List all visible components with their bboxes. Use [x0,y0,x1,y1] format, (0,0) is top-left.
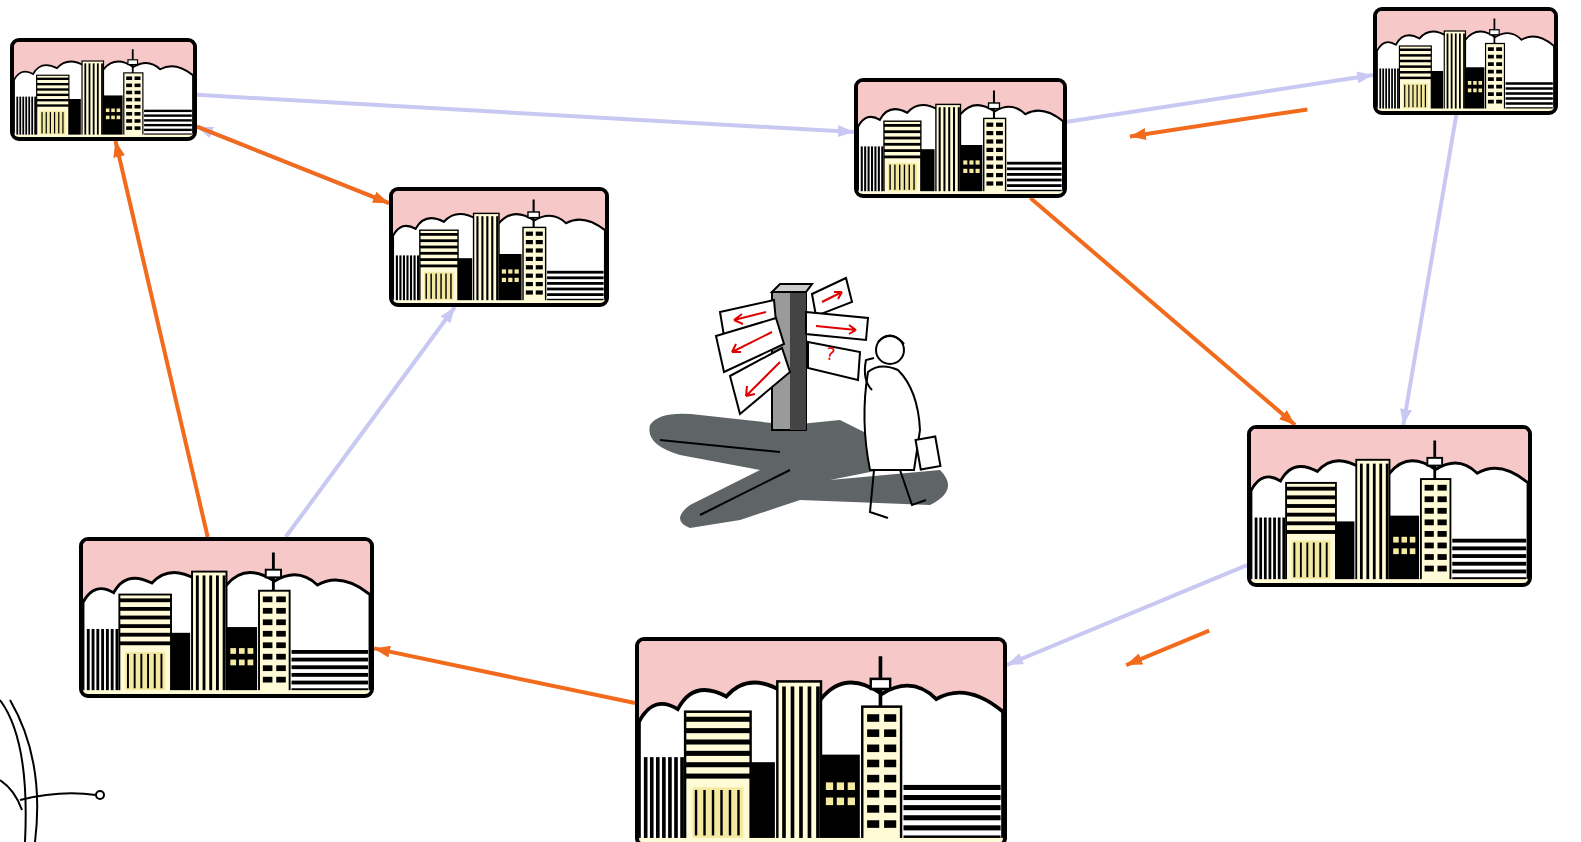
sign-arrows [732,292,856,396]
city-illustration [858,82,1063,194]
route-arrow [1403,115,1456,425]
signpost-shade [790,292,806,430]
route-arrow [1126,631,1209,666]
direction-signs [716,278,868,414]
city-node [1373,7,1558,115]
route-arrow [1030,198,1295,425]
route-arrow [197,95,854,132]
route-arrow [286,307,455,537]
route-arrow [1007,565,1247,665]
city-illustration [393,191,605,303]
corner-sketch [0,700,104,842]
city-illustration [639,641,1003,842]
city-node [389,187,609,307]
route-arrow [1130,109,1308,136]
city-node [854,78,1067,198]
city-node [635,637,1007,842]
city-node [79,537,374,698]
city-illustration [83,541,370,694]
city-node [10,38,197,141]
route-arrow [116,141,208,537]
city-illustration [1377,11,1554,111]
road-lines [660,440,790,515]
route-arrow [1067,75,1373,122]
route-arrow [197,127,389,204]
city-illustration [14,42,193,137]
thinking-man [864,335,940,518]
route-arrow [197,127,389,204]
route-arrow [374,648,635,703]
signpost-top [772,284,812,292]
city-illustration [1251,429,1528,583]
city-node [1247,425,1532,587]
